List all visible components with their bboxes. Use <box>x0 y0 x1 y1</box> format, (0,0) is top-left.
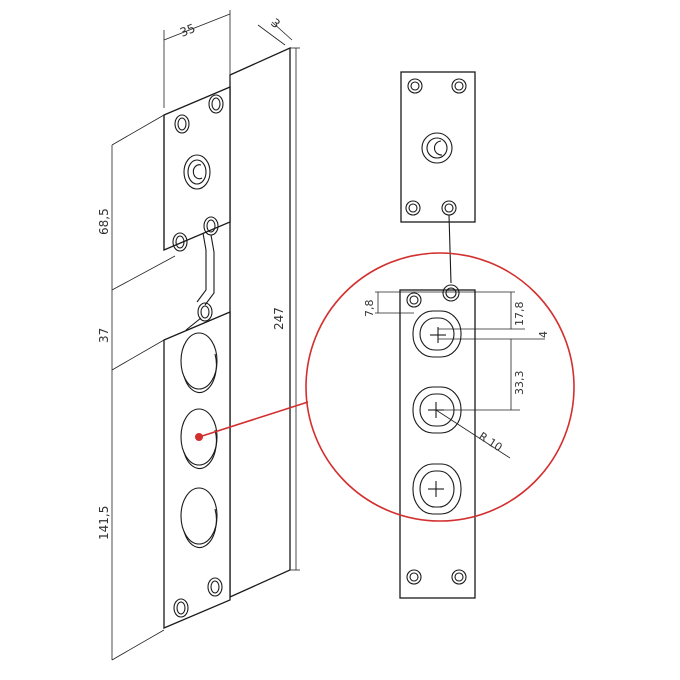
front-upper-plate <box>400 71 476 223</box>
offset-dimension-label: 7,8 <box>363 300 376 318</box>
front-view: 7,8 17,8 4 33,3 R 10 <box>363 71 550 599</box>
mount-hole <box>172 232 188 252</box>
isometric-view: 35 3 247 68,5 37 141,5 <box>97 10 300 661</box>
lock-cylinder-icon <box>183 154 211 190</box>
detail-callout <box>195 252 575 522</box>
hole-pitch-dimension-label: 33,3 <box>513 371 526 396</box>
upper-plate-dimension-label: 68,5 <box>97 208 111 235</box>
mount-hole <box>174 114 190 134</box>
radius-label: R 10 <box>476 430 504 455</box>
mount-hole <box>173 598 189 618</box>
strike-slot <box>412 310 462 358</box>
width-dimension-label: 35 <box>178 21 197 40</box>
gap-dimension-label: 37 <box>97 328 111 343</box>
mount-hole <box>208 94 224 114</box>
total-length-label: 247 <box>272 307 286 330</box>
connecting-link <box>204 234 215 306</box>
front-lock-cylinder-icon <box>421 132 453 164</box>
detail-circle <box>305 252 575 522</box>
strike-opening <box>180 408 218 466</box>
thickness-dimension-label: 3 <box>268 16 283 32</box>
mount-hole <box>197 302 213 322</box>
mount-hole <box>207 577 223 597</box>
top-to-hole-dimension-label: 17,8 <box>513 302 526 327</box>
lower-plate <box>163 311 231 629</box>
callout-leader <box>198 401 309 438</box>
strike-opening <box>180 487 218 545</box>
callout-dot <box>195 433 203 441</box>
lower-plate-dimension-label: 141,5 <box>97 506 111 540</box>
strike-opening <box>180 332 218 390</box>
hole-offset-dimension-label: 4 <box>537 331 550 338</box>
strike-slot <box>412 463 462 515</box>
